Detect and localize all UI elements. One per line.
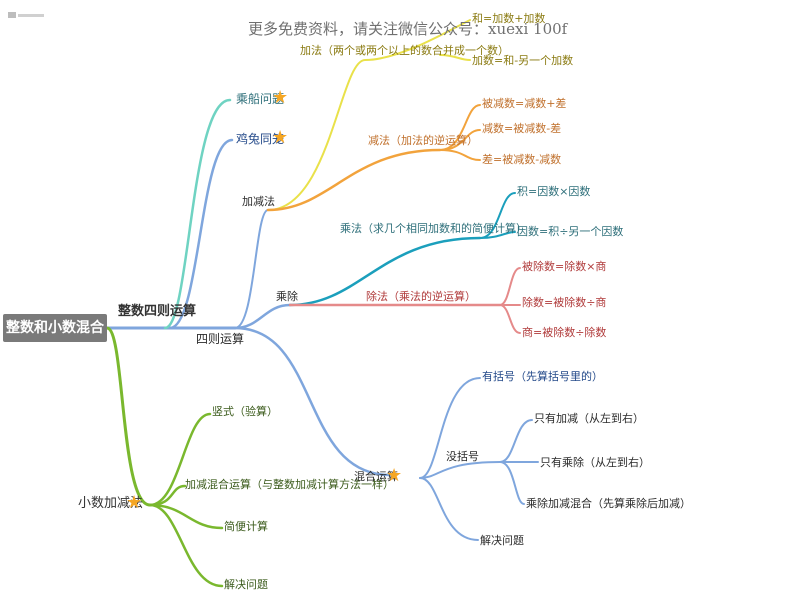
connector-jianfa bbox=[266, 148, 442, 212]
jianfa-item-1: 被减数=减数+差 bbox=[482, 97, 567, 110]
xiaoshu-item-2: 加减混合运算（与整数加减计算方法一样） bbox=[185, 478, 394, 491]
node-hunhe: 混合运算 bbox=[354, 470, 398, 483]
node-jiajian: 加减法 bbox=[242, 195, 275, 208]
xiaoshu-item-3: 简便计算 bbox=[224, 520, 268, 533]
jianfa-item-2: 减数=被减数-差 bbox=[482, 122, 562, 135]
connector-jitu bbox=[168, 138, 234, 330]
connector-xiaoshu bbox=[105, 326, 152, 507]
meikuohao-item-2: 只有乘除（从左到右） bbox=[540, 456, 650, 469]
chengfa-item-1: 积=因数×因数 bbox=[517, 185, 591, 198]
meikuohao-item-1: 只有加减（从左到右） bbox=[534, 412, 644, 425]
xiaoshu-item-4: 解决问题 bbox=[224, 578, 268, 591]
connector-meikuohao-i1 bbox=[499, 419, 533, 463]
node-chufa: 除法（乘法的逆运算） bbox=[366, 290, 476, 303]
connector-jiafa bbox=[267, 19, 471, 211]
node-jianfa: 减法（加法的逆运算） bbox=[368, 134, 478, 147]
connector-chengfa-i1 bbox=[479, 192, 516, 239]
node-xiaoshu: 小数加减法 bbox=[78, 496, 144, 511]
node-zhengshu: 整数四则运算 bbox=[118, 304, 197, 319]
root-node: 整数和小数混合运算 bbox=[3, 314, 107, 364]
node-sizeyunsuan: 四则运算 bbox=[196, 332, 245, 346]
connector-youkuohao bbox=[419, 377, 481, 479]
connector-jiejue bbox=[419, 477, 479, 541]
connector-xiaoshu-i2 bbox=[148, 484, 187, 507]
node-chengfa: 乘法（求几个相同加数和的简便计算） bbox=[340, 222, 527, 235]
connector-chengchuan bbox=[163, 98, 232, 330]
connector-hunhe bbox=[233, 326, 392, 477]
jiafa-item-1: 和=加数+加数 bbox=[472, 12, 546, 25]
node-meikuohao: 没括号 bbox=[446, 450, 479, 463]
watermark-text: 更多免费资料，请关注微信公众号：xuexi 100f bbox=[248, 20, 568, 38]
chengfa-item-2: 因数=积÷另一个因数 bbox=[517, 225, 624, 238]
connector-xiaoshu-i3 bbox=[148, 503, 224, 530]
meikuohao-item-3: 乘除加减混合（先算乘除后加减） bbox=[526, 497, 691, 510]
node-youkuohao: 有括号（先算括号里的） bbox=[482, 370, 603, 383]
star-icon: ★ bbox=[386, 465, 403, 486]
star-icon: ★ bbox=[126, 492, 143, 513]
chufa-item-3: 商=被除数÷除数 bbox=[522, 326, 607, 339]
connector-meikuohao bbox=[419, 461, 501, 479]
connector-jiafa-item2 bbox=[439, 54, 471, 61]
connector-chufa-i1 bbox=[499, 267, 521, 306]
connector-chengchu bbox=[233, 303, 292, 330]
node-jiafa: 加法（两个或两个以上的数合并成一个数） bbox=[300, 44, 509, 57]
node-chengchu: 乘除 bbox=[276, 290, 298, 303]
star-icon: ★ bbox=[272, 127, 289, 148]
jiafa-item-2: 加数=和-另一个加数 bbox=[472, 54, 574, 67]
connector-jiajian bbox=[234, 209, 269, 329]
connector-jianfa-i3 bbox=[439, 149, 481, 161]
connector-chufa-i3 bbox=[499, 304, 521, 334]
chufa-item-1: 被除数=除数×商 bbox=[522, 260, 607, 273]
logo-icon bbox=[8, 12, 44, 18]
node-hunhe-jiejue: 解决问题 bbox=[480, 534, 524, 547]
connector-xiaoshu-i1 bbox=[148, 412, 212, 507]
xiaoshu-item-1: 竖式（验算） bbox=[212, 405, 278, 418]
star-icon: ★ bbox=[272, 87, 289, 108]
node-chengchuan: 乘船问题 bbox=[236, 92, 285, 106]
connector-meikuohao-i3 bbox=[499, 461, 525, 505]
jianfa-item-3: 差=被减数-减数 bbox=[482, 153, 562, 166]
node-jitu: 鸡兔同笼 bbox=[236, 132, 285, 146]
connector-chengfa-i2 bbox=[479, 231, 516, 239]
chufa-item-2: 除数=被除数÷商 bbox=[522, 296, 607, 309]
connector-chengfa bbox=[288, 236, 482, 307]
connector-xiaoshu-i4 bbox=[148, 503, 224, 588]
